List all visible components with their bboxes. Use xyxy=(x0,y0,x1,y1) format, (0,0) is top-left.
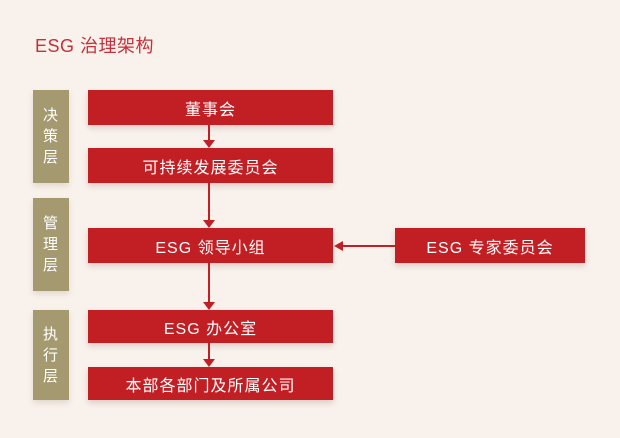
node-board-of-directors: 董事会 xyxy=(88,90,333,125)
arrow-line xyxy=(208,263,210,302)
page-title: ESG 治理架构 xyxy=(35,36,155,56)
arrow-down-icon xyxy=(203,359,215,367)
arrow-left-icon xyxy=(334,241,343,251)
node-sustainability-committee: 可持续发展委员会 xyxy=(88,148,333,183)
node-esg-expert-committee: ESG 专家委员会 xyxy=(395,228,585,263)
arrow-line xyxy=(208,125,210,140)
arrow-line xyxy=(208,183,210,220)
layer-label-execution: 执行层 xyxy=(33,310,69,400)
arrow-line xyxy=(208,343,210,359)
arrow-down-icon xyxy=(203,220,215,228)
arrow-down-icon xyxy=(203,302,215,310)
node-esg-leading-group: ESG 领导小组 xyxy=(88,228,333,263)
node-departments-and-subsidiaries: 本部各部门及所属公司 xyxy=(88,367,333,400)
arrow-down-icon xyxy=(203,140,215,148)
node-esg-office: ESG 办公室 xyxy=(88,310,333,343)
arrow-line xyxy=(343,245,395,247)
layer-label-decision: 决策层 xyxy=(33,90,69,183)
layer-label-management: 管理层 xyxy=(33,198,69,291)
